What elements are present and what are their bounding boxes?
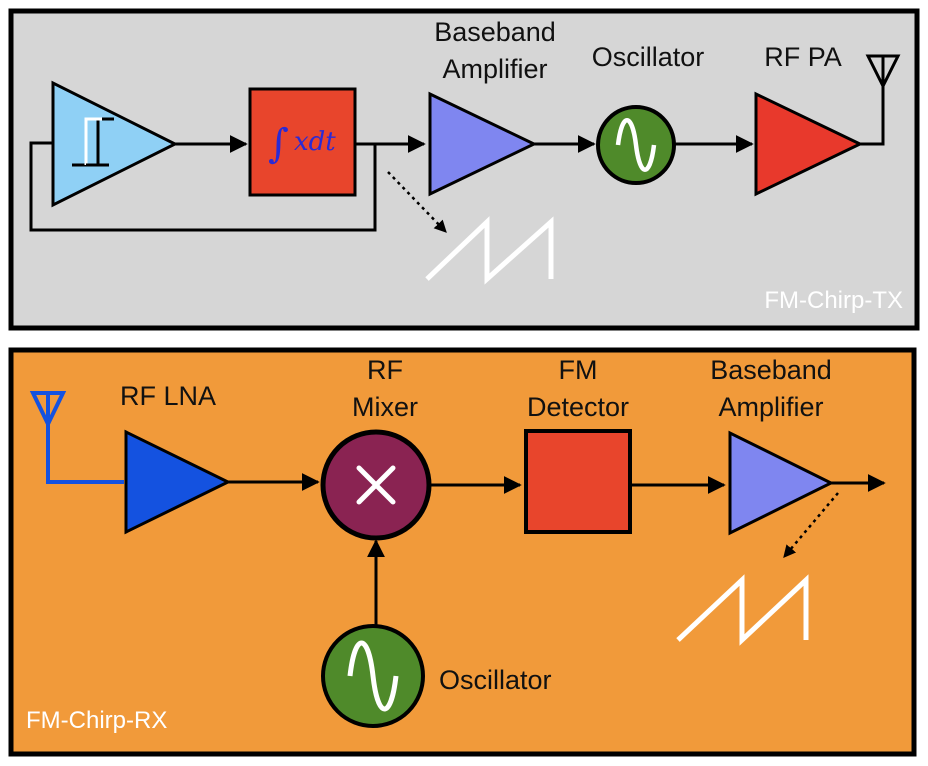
rx-baseband-amplifier (728, 430, 835, 536)
rf-mixer (320, 429, 432, 541)
sine-wave-icon (615, 118, 657, 172)
rf-mixer-label-line2: Mixer (352, 392, 418, 422)
integrator-expression: xdt (294, 127, 336, 157)
tx-oscillator-label: Oscillator (592, 42, 705, 72)
rx-baseband-amplifier-label-line1: Baseband (710, 355, 832, 385)
fm-detector-label-line1: FM (559, 355, 598, 385)
tx-panel: ∫ xdt Baseband Amplifier Oscillator RF P… (8, 8, 920, 331)
rx-panel: RF LNA RF Mixer FM Detector Baseband Amp… (8, 347, 917, 757)
fm-detector-block (524, 429, 632, 534)
rf-lna (124, 429, 232, 535)
rx-baseband-amplifier-label-line2: Amplifier (718, 392, 823, 422)
tx-baseband-amplifier-label-line1: Baseband (434, 17, 556, 47)
feedback-wire (29, 141, 377, 232)
rx-antenna-icon (29, 391, 124, 484)
sawtooth-wave-icon (425, 216, 554, 285)
rx-oscillator-label: Oscillator (439, 665, 552, 695)
tx-baseband-amplifier-label-line2: Amplifier (442, 54, 547, 84)
rf-power-amplifier (754, 91, 864, 197)
rf-mixer-label-line1: RF (367, 355, 403, 385)
fm-detector-label-line2: Detector (527, 392, 629, 422)
rx-panel-label: FM-Chirp-RX (26, 707, 167, 734)
tx-panel-label: FM-Chirp-TX (764, 287, 903, 314)
rf-lna-label: RF LNA (120, 381, 216, 411)
rf-pa-label: RF PA (764, 42, 842, 72)
tx-oscillator (596, 105, 676, 185)
tx-baseband-amplifier (428, 91, 538, 197)
rx-sawtooth-wave-icon (676, 574, 809, 646)
antenna-icon (860, 54, 901, 146)
multiply-icon (356, 465, 396, 505)
rx-oscillator (321, 624, 425, 728)
integrator-block: ∫ xdt (248, 87, 357, 197)
comparator (51, 80, 179, 208)
rx-sine-wave-icon (347, 640, 399, 712)
integrator-symbol: ∫ (268, 121, 289, 167)
